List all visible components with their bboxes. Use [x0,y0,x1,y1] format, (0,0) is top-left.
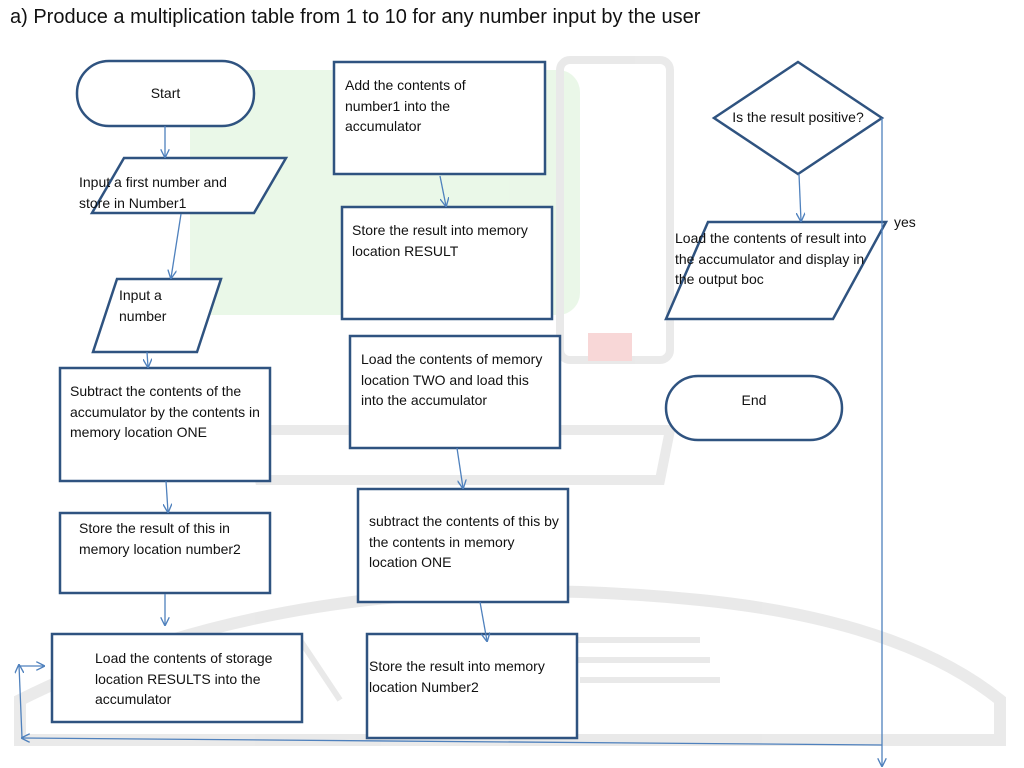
connector-add-to-store-result [439,175,446,206]
output-parallelogram [664,220,889,321]
end-terminal [664,374,844,442]
load-two-process [348,334,562,450]
store-number2-label: Store the result of this in memory locat… [79,520,241,557]
power-light-watermark [588,333,632,361]
decision-label: Is the result positive? [732,109,864,125]
yes-edge-label: yes [894,214,916,230]
subtract-this-process [356,487,570,604]
connector-subtract-to-store-b [479,601,487,641]
start-label: Start [150,85,181,101]
connector-load-two-to-subtract [456,447,463,488]
input-first-parallelogram [89,156,289,215]
add-number1-label: Add the contents of number1 into the acc… [345,77,466,134]
load-results-process [50,632,304,724]
load-results-label: Load the contents of storage location RE… [95,650,273,707]
input-number-parallelogram [91,277,223,354]
end-label: End [741,392,767,408]
input-first-label: Input a first number and store in Number… [79,174,227,211]
connector-return-bottom [22,738,883,746]
store-number2-b-label: Store the result into memory location Nu… [369,658,545,695]
keyboard-keys-watermark [297,637,720,702]
connector-return-up [19,665,22,739]
load-two-label: Load the contents of memory location TWO… [361,351,543,408]
subtract-this-label: subtract the contents of this by the con… [369,513,559,570]
subtract-one-label: Subtract the contents of the accumulator… [70,383,260,440]
connector-decision-to-output [799,173,801,221]
subtract-one-process [58,366,272,483]
add-number1-process [332,60,547,176]
page-title: a) Produce a multiplication table from 1… [10,6,701,28]
output-label: Load the contents of result into the acc… [675,230,867,287]
store-number2-b-process [365,632,579,740]
connector-number-to-subtract [147,351,148,367]
input-number-label: Input a number [119,287,167,324]
connector-subtract-to-store [166,480,168,512]
connector-input-to-number [171,213,182,278]
store-result-process [340,205,554,321]
decision-diamond [711,60,885,176]
store-result-label: Store the result into memory location RE… [352,222,528,259]
